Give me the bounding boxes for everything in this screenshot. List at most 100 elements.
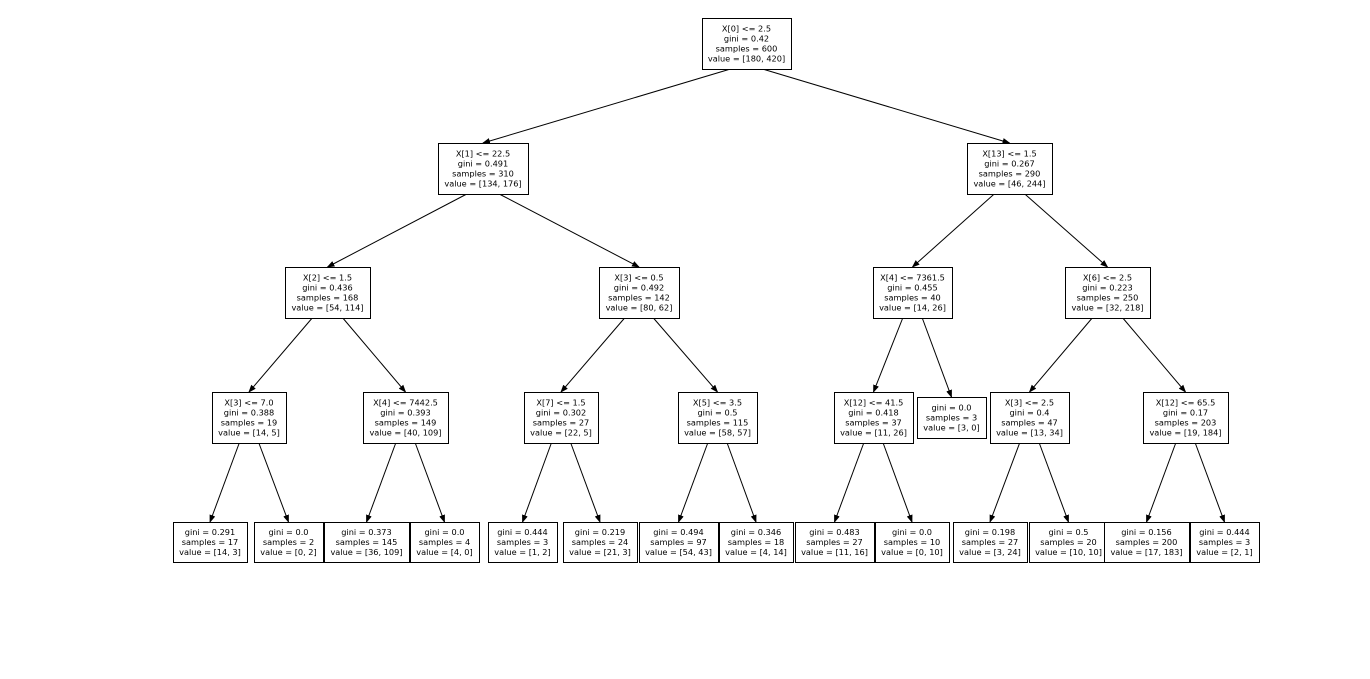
tree-edge-arrow: [1194, 442, 1225, 523]
node-gini-label: gini = 0.494: [653, 527, 703, 537]
node-samples-label: samples = 37: [845, 417, 902, 427]
node-gini-label: gini = 0.492: [614, 282, 664, 292]
node-value-label: value = [0, 2]: [260, 547, 316, 557]
tree-edge-arrow: [1146, 442, 1177, 523]
node-value-label: value = [1, 2]: [494, 547, 550, 557]
node-gini-label: gini = 0.418: [848, 407, 898, 417]
node-gini-label: gini = 0.393: [380, 407, 430, 417]
node-value-label: value = [14, 26]: [879, 302, 946, 312]
node-value-label: value = [46, 244]: [973, 178, 1045, 188]
node-samples-label: samples = 3: [1199, 537, 1250, 547]
tree-edge-arrow: [762, 68, 1011, 144]
node-samples-label: samples = 40: [884, 292, 941, 302]
node-value-label: value = [36, 109]: [330, 547, 402, 557]
tree-edge-arrow: [414, 442, 445, 523]
tree-edge-arrow: [366, 442, 397, 523]
node-value-label: value = [4, 14]: [725, 547, 787, 557]
node-gini-label: gini = 0.291: [185, 527, 235, 537]
node-gini-label: gini = 0.483: [809, 527, 859, 537]
node-value-label: value = [58, 57]: [684, 427, 751, 437]
node-samples-label: samples = 27: [962, 537, 1019, 547]
node-gini-label: gini = 0.42: [724, 33, 769, 43]
tree-edge-arrow: [342, 317, 407, 393]
node-box: [324, 522, 410, 563]
node-box: [1104, 522, 1190, 563]
node-split-label: X[1] <= 22.5: [456, 148, 510, 158]
node-box: [834, 392, 914, 444]
node-samples-label: samples = 115: [687, 417, 749, 427]
node-box: [873, 267, 953, 319]
node-box: [795, 522, 875, 563]
tree-edge-arrow: [653, 317, 719, 393]
node-samples-label: samples = 20: [1040, 537, 1097, 547]
tree-edge-arrow: [1038, 442, 1069, 523]
node-samples-label: samples = 97: [650, 537, 707, 547]
node-split-label: X[6] <= 2.5: [1083, 272, 1132, 282]
node-gini-label: gini = 0.198: [965, 527, 1015, 537]
node-box: [1029, 522, 1109, 563]
tree-edge-arrow: [522, 442, 552, 523]
tree-edge-arrow: [1122, 317, 1187, 393]
node-samples-label: samples = 168: [297, 292, 359, 302]
node-gini-label: gini = 0.0: [268, 527, 308, 537]
node-value-label: value = [17, 183]: [1110, 547, 1182, 557]
tree-edge-arrow: [209, 442, 240, 523]
node-value-label: value = [21, 3]: [569, 547, 631, 557]
node-split-label: X[3] <= 2.5: [1005, 397, 1054, 407]
node-split-label: X[4] <= 7361.5: [880, 272, 945, 282]
node-box: [363, 392, 449, 444]
node-value-label: value = [14, 5]: [218, 427, 280, 437]
node-value-label: value = [54, 43]: [645, 547, 712, 557]
node-value-label: value = [11, 16]: [801, 547, 868, 557]
node-samples-label: samples = 250: [1077, 292, 1139, 302]
tree-edge-arrow: [882, 442, 913, 523]
node-samples-label: samples = 24: [572, 537, 629, 547]
tree-edge-arrow: [1024, 193, 1109, 268]
node-samples-label: samples = 27: [533, 417, 590, 427]
node-box: [678, 392, 758, 444]
node-samples-label: samples = 17: [182, 537, 239, 547]
node-box: [719, 522, 794, 563]
tree-edge-arrow: [560, 317, 625, 393]
node-samples-label: samples = 10: [884, 537, 941, 547]
node-split-label: X[7] <= 1.5: [536, 397, 585, 407]
node-value-label: value = [13, 34]: [996, 427, 1063, 437]
node-samples-label: samples = 18: [728, 537, 785, 547]
node-samples-label: samples = 142: [608, 292, 670, 302]
node-value-label: value = [4, 0]: [416, 547, 472, 557]
node-gini-label: gini = 0.5: [1048, 527, 1088, 537]
node-split-label: X[12] <= 41.5: [844, 397, 904, 407]
node-samples-label: samples = 3: [926, 412, 977, 422]
node-box: [410, 522, 480, 563]
node-value-label: value = [0, 10]: [881, 547, 943, 557]
node-gini-label: gini = 0.444: [497, 527, 547, 537]
node-value-label: value = [80, 62]: [606, 302, 673, 312]
node-box: [1065, 267, 1151, 319]
node-gini-label: gini = 0.373: [341, 527, 391, 537]
node-samples-label: samples = 149: [375, 417, 437, 427]
node-samples-label: samples = 3: [497, 537, 548, 547]
node-samples-label: samples = 19: [221, 417, 278, 427]
node-samples-label: samples = 310: [452, 168, 514, 178]
node-value-label: value = [3, 0]: [923, 422, 979, 432]
node-samples-label: samples = 4: [419, 537, 470, 547]
node-box: [212, 392, 287, 444]
